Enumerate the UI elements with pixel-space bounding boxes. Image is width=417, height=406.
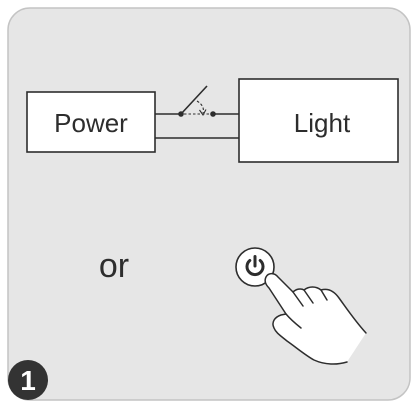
power-box: Power bbox=[26, 91, 156, 153]
step-number: 1 bbox=[20, 365, 36, 396]
wires bbox=[155, 113, 239, 139]
light-label: Light bbox=[294, 108, 351, 138]
light-box: Light bbox=[238, 78, 399, 163]
power-button-icon bbox=[235, 247, 275, 287]
power-label: Power bbox=[54, 108, 128, 138]
pointing-hand-icon bbox=[264, 272, 367, 365]
or-label: or bbox=[99, 247, 129, 285]
step-badge: 1 bbox=[8, 360, 48, 400]
switch-symbol-icon bbox=[178, 85, 216, 117]
